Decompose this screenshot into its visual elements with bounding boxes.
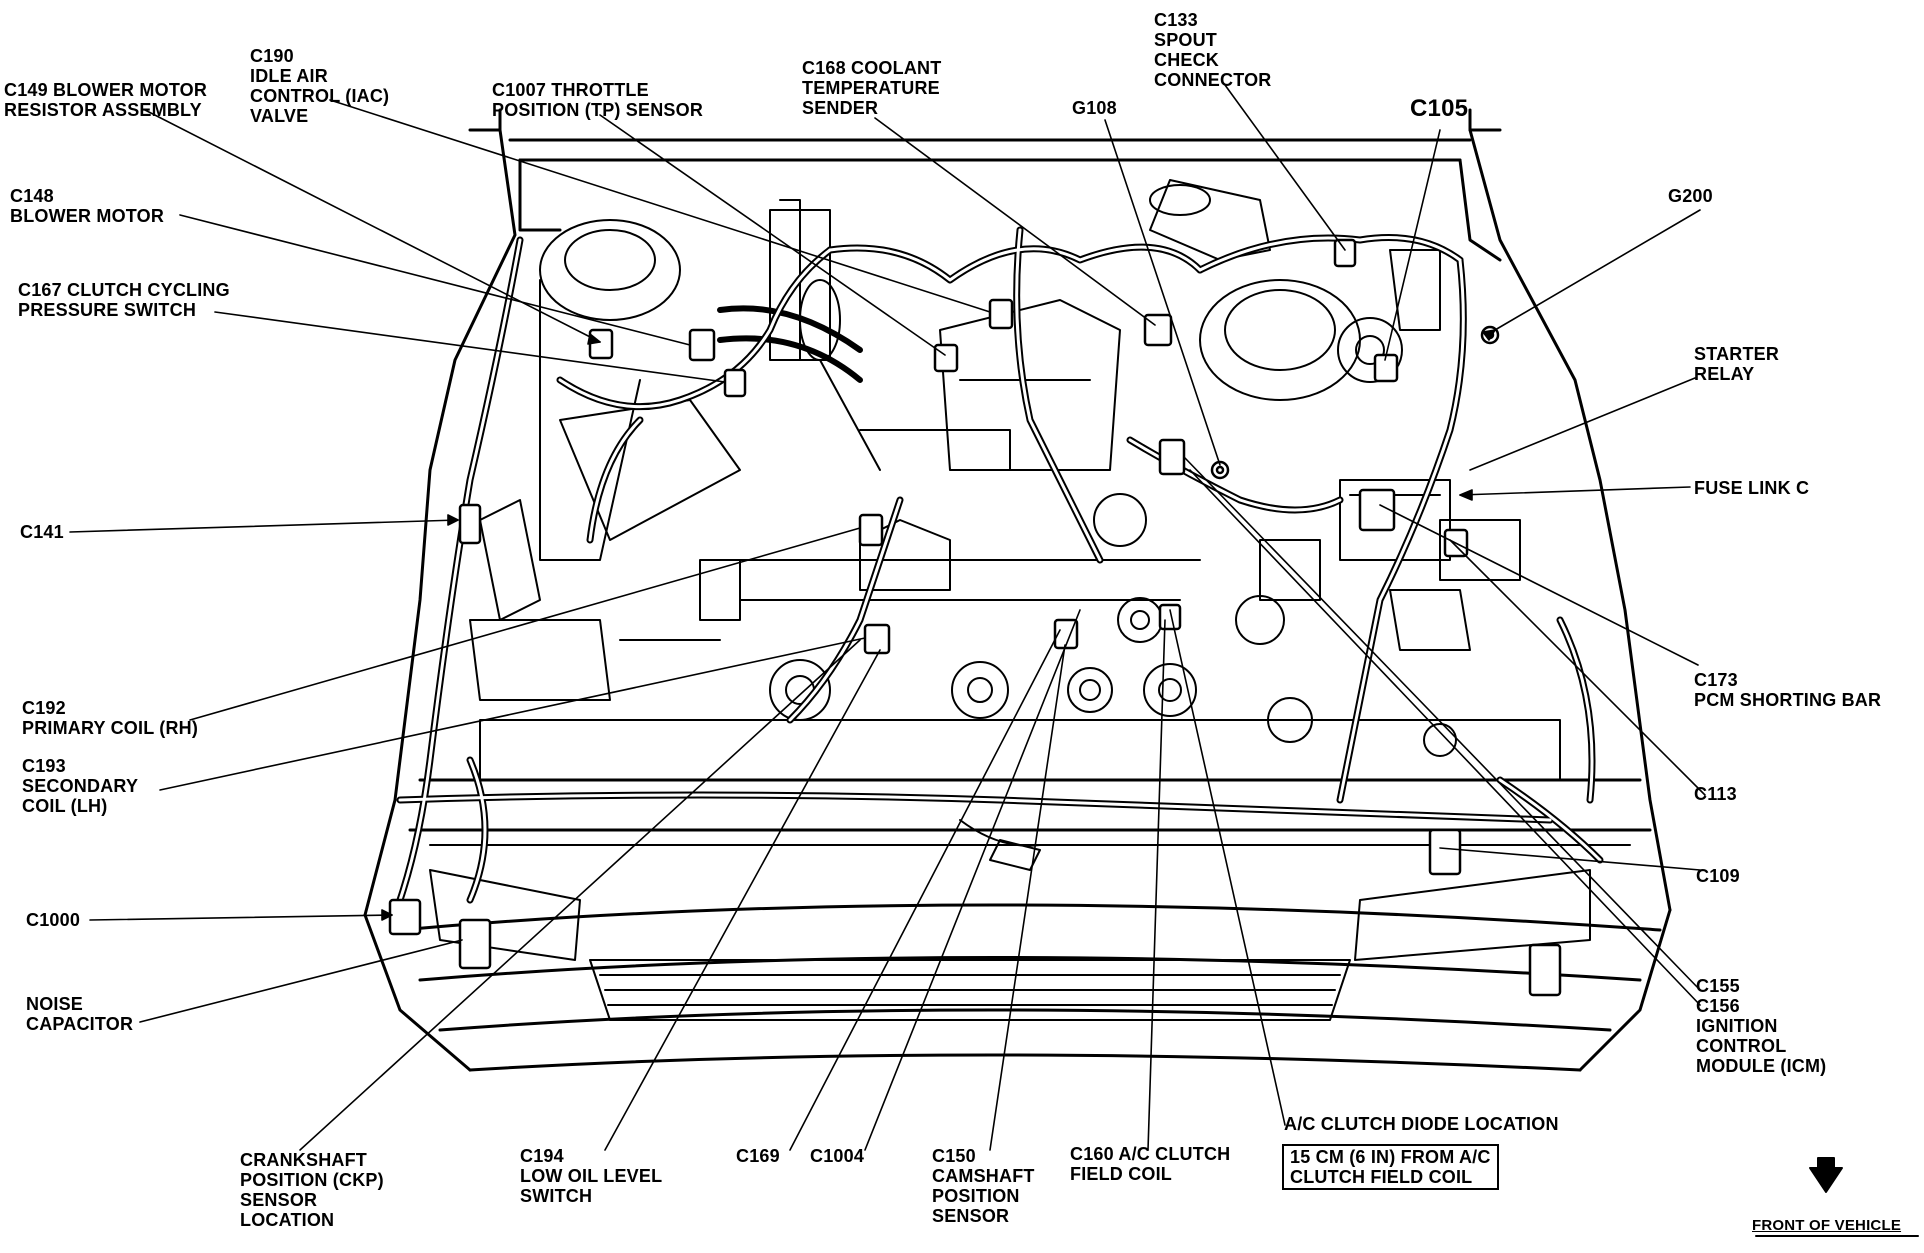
label-c173-pcm-shorting-bar: C173 PCM SHORTING BAR: [1694, 670, 1882, 710]
label-c190-idle-air-control: C190 IDLE AIR CONTROL (IAC) VALVE: [250, 46, 390, 126]
connector-c167: [723, 368, 747, 398]
connector-c150: [1053, 618, 1079, 650]
label-ac-clutch-diode-location: A/C CLUTCH DIODE LOCATION: [1284, 1114, 1559, 1134]
connector-c1007: [933, 343, 959, 373]
connector-noise-capacitor: [458, 918, 492, 970]
connector-c193: [863, 623, 891, 655]
label-c1000: C1000: [26, 910, 81, 930]
label-noise-capacitor: NOISE CAPACITOR: [26, 994, 134, 1034]
label-c192-primary-coil: C192 PRIMARY COIL (RH): [22, 698, 199, 738]
connector-c192: [858, 513, 884, 547]
connector-c133: [1333, 238, 1357, 268]
front-of-vehicle-arrow: [1755, 1157, 1919, 1237]
label-starter-relay: STARTER RELAY: [1694, 344, 1780, 384]
label-front-of-vehicle: FRONT OF VEHICLE: [1752, 1217, 1902, 1234]
label-c133-spout-check-connector: C133 SPOUT CHECK CONNECTOR: [1154, 10, 1272, 90]
connector-c155: [1158, 438, 1186, 476]
connector-right-headlamp: [1528, 943, 1562, 997]
label-c155-c156-ignition-control-module: C155 C156 IGNITION CONTROL MODULE (ICM): [1696, 976, 1827, 1076]
radiator-core: [479, 719, 1561, 871]
ground-g108-stud: [1215, 465, 1225, 475]
ground-g200: [1480, 325, 1500, 345]
label-g108: G108: [1072, 98, 1117, 118]
label-c1007-throttle-position-sensor: C1007 THROTTLE POSITION (TP) SENSOR: [492, 80, 704, 120]
label-c194-low-oil-level-switch: C194 LOW OIL LEVEL SWITCH: [520, 1146, 663, 1206]
left-inner-components: [469, 499, 741, 701]
label-g200: G200: [1668, 186, 1713, 206]
label-c113: C113: [1694, 784, 1737, 804]
label-c193-secondary-coil: C193 SECONDARY COIL (LH): [22, 756, 139, 816]
connector-c190: [988, 298, 1014, 330]
label-c168-coolant-temperature-sender: C168 COOLANT TEMPERATURE SENDER: [802, 58, 942, 118]
grille: [429, 869, 1591, 1021]
label-c105: C105: [1410, 95, 1469, 122]
label-crankshaft-position-sensor-location: CRANKSHAFT POSITION (CKP) SENSOR LOCATIO…: [240, 1150, 384, 1230]
connector-c173: [1358, 488, 1396, 532]
label-fuse-link-c: FUSE LINK C: [1694, 478, 1810, 498]
connector-c148: [688, 328, 716, 362]
label-c167-clutch-cycling-pressure-switch: C167 CLUTCH CYCLING PRESSURE SWITCH: [18, 280, 230, 320]
connector-c1000: [388, 898, 422, 936]
ground-g108: [1210, 460, 1230, 480]
label-c160-ac-clutch-field-coil: C160 A/C CLUTCH FIELD COIL: [1070, 1144, 1231, 1184]
leader-lines: [69, 84, 1706, 1151]
engine-block: [719, 299, 1457, 757]
label-c149-blower-motor-resistor: C149 BLOWER MOTOR RESISTOR ASSEMBLY: [4, 80, 208, 120]
label-c150-camshaft-position-sensor: C150 CAMSHAFT POSITION SENSOR: [932, 1146, 1035, 1226]
label-c109: C109: [1696, 866, 1740, 886]
label-c1004: C1004: [810, 1146, 865, 1166]
air-cleaner: [539, 199, 881, 561]
label-c169: C169: [736, 1146, 780, 1166]
label-c141: C141: [20, 522, 64, 542]
connector-c109: [1428, 828, 1462, 876]
label-ac-clutch-diode-distance-box: 15 CM (6 IN) FROM A/C CLUTCH FIELD COIL: [1282, 1144, 1499, 1190]
label-c148-blower-motor: C148 BLOWER MOTOR: [10, 186, 165, 226]
connector-c149: [588, 328, 614, 360]
connector-c160: [1158, 603, 1182, 631]
connector-c141: [458, 503, 482, 545]
